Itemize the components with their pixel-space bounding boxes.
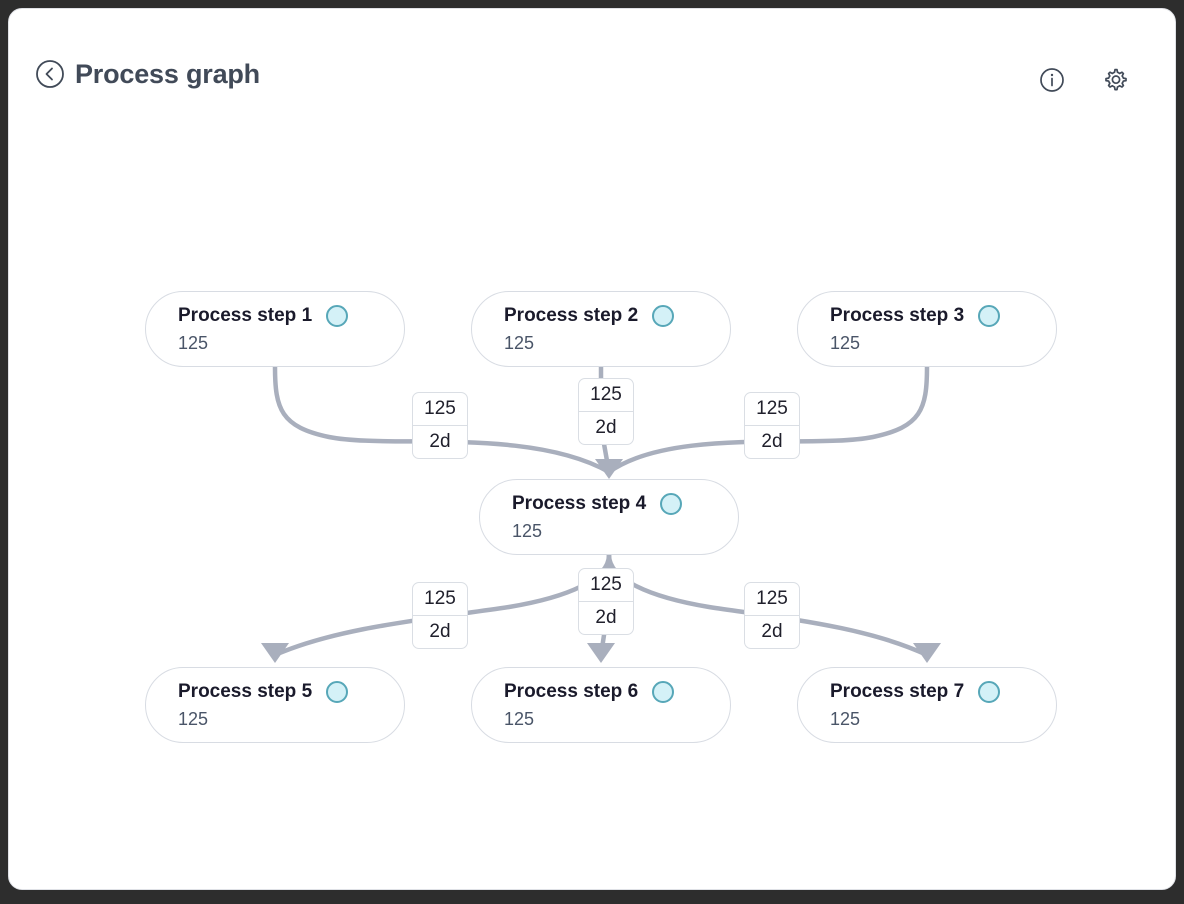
status-circle-icon <box>652 680 675 703</box>
page-title: Process graph <box>75 58 260 89</box>
arrowhead-to-n4 <box>595 459 623 479</box>
edge-duration: 2d <box>761 431 783 452</box>
status-circle-icon <box>660 492 683 515</box>
node-value: 125 <box>830 708 861 729</box>
edge-count: 125 <box>413 393 467 426</box>
status-circle-icon <box>326 680 349 703</box>
graph-node-n2[interactable]: Process step 2 125 <box>471 291 731 367</box>
node-value: 125 <box>830 332 861 353</box>
edge-count: 125 <box>579 569 633 602</box>
arrowhead-to-n5 <box>261 643 289 663</box>
graph-node-n1[interactable]: Process step 1 125 <box>145 291 405 367</box>
edge-count: 125 <box>413 583 467 616</box>
status-circle-icon <box>978 304 1001 327</box>
node-title: Process step 1 <box>178 304 313 326</box>
info-circle-icon[interactable] <box>1039 67 1065 93</box>
node-value: 125 <box>504 708 535 729</box>
node-header: Process step 1 <box>178 304 380 327</box>
edge-duration: 2d <box>595 607 617 628</box>
arrowhead-to-n7 <box>913 643 941 663</box>
node-header: Process step 4 <box>512 492 714 515</box>
node-value: 125 <box>504 332 535 353</box>
edge-count: 125 <box>745 583 799 616</box>
process-graph-card: Process graph <box>8 8 1176 890</box>
edge-duration: 2d <box>429 431 451 452</box>
gear-icon[interactable] <box>1103 67 1129 93</box>
page-header: Process graph <box>9 9 1175 127</box>
edge-count: 125 <box>579 379 633 412</box>
arrowhead-to-n6 <box>587 643 615 663</box>
edge-duration: 2d <box>595 417 617 438</box>
chevron-left-circle-icon[interactable] <box>35 59 65 89</box>
node-header: Process step 2 <box>504 304 706 327</box>
edge-count: 125 <box>745 393 799 426</box>
node-value: 125 <box>178 332 209 353</box>
status-circle-icon <box>326 304 349 327</box>
status-circle-icon <box>978 680 1001 703</box>
node-title: Process step 5 <box>178 680 313 702</box>
node-title: Process step 6 <box>504 680 639 702</box>
node-header: Process step 5 <box>178 680 380 703</box>
node-value: 125 <box>178 708 209 729</box>
node-header: Process step 7 <box>830 680 1032 703</box>
graph-node-n7[interactable]: Process step 7 125 <box>797 667 1057 743</box>
node-value: 125 <box>512 520 543 541</box>
node-title: Process step 7 <box>830 680 965 702</box>
node-title: Process step 2 <box>504 304 639 326</box>
node-header: Process step 6 <box>504 680 706 703</box>
graph-node-n5[interactable]: Process step 5 125 <box>145 667 405 743</box>
graph-node-n6[interactable]: Process step 6 125 <box>471 667 731 743</box>
node-title: Process step 3 <box>830 304 965 326</box>
title-group: Process graph <box>35 59 260 89</box>
header-actions <box>1039 67 1129 93</box>
edge-duration: 2d <box>761 621 783 642</box>
node-header: Process step 3 <box>830 304 1032 327</box>
edge-duration: 2d <box>429 621 451 642</box>
graph-node-n3[interactable]: Process step 3 125 <box>797 291 1057 367</box>
graph-node-n4[interactable]: Process step 4 125 <box>479 479 739 555</box>
status-circle-icon <box>652 304 675 327</box>
node-title: Process step 4 <box>512 492 647 514</box>
